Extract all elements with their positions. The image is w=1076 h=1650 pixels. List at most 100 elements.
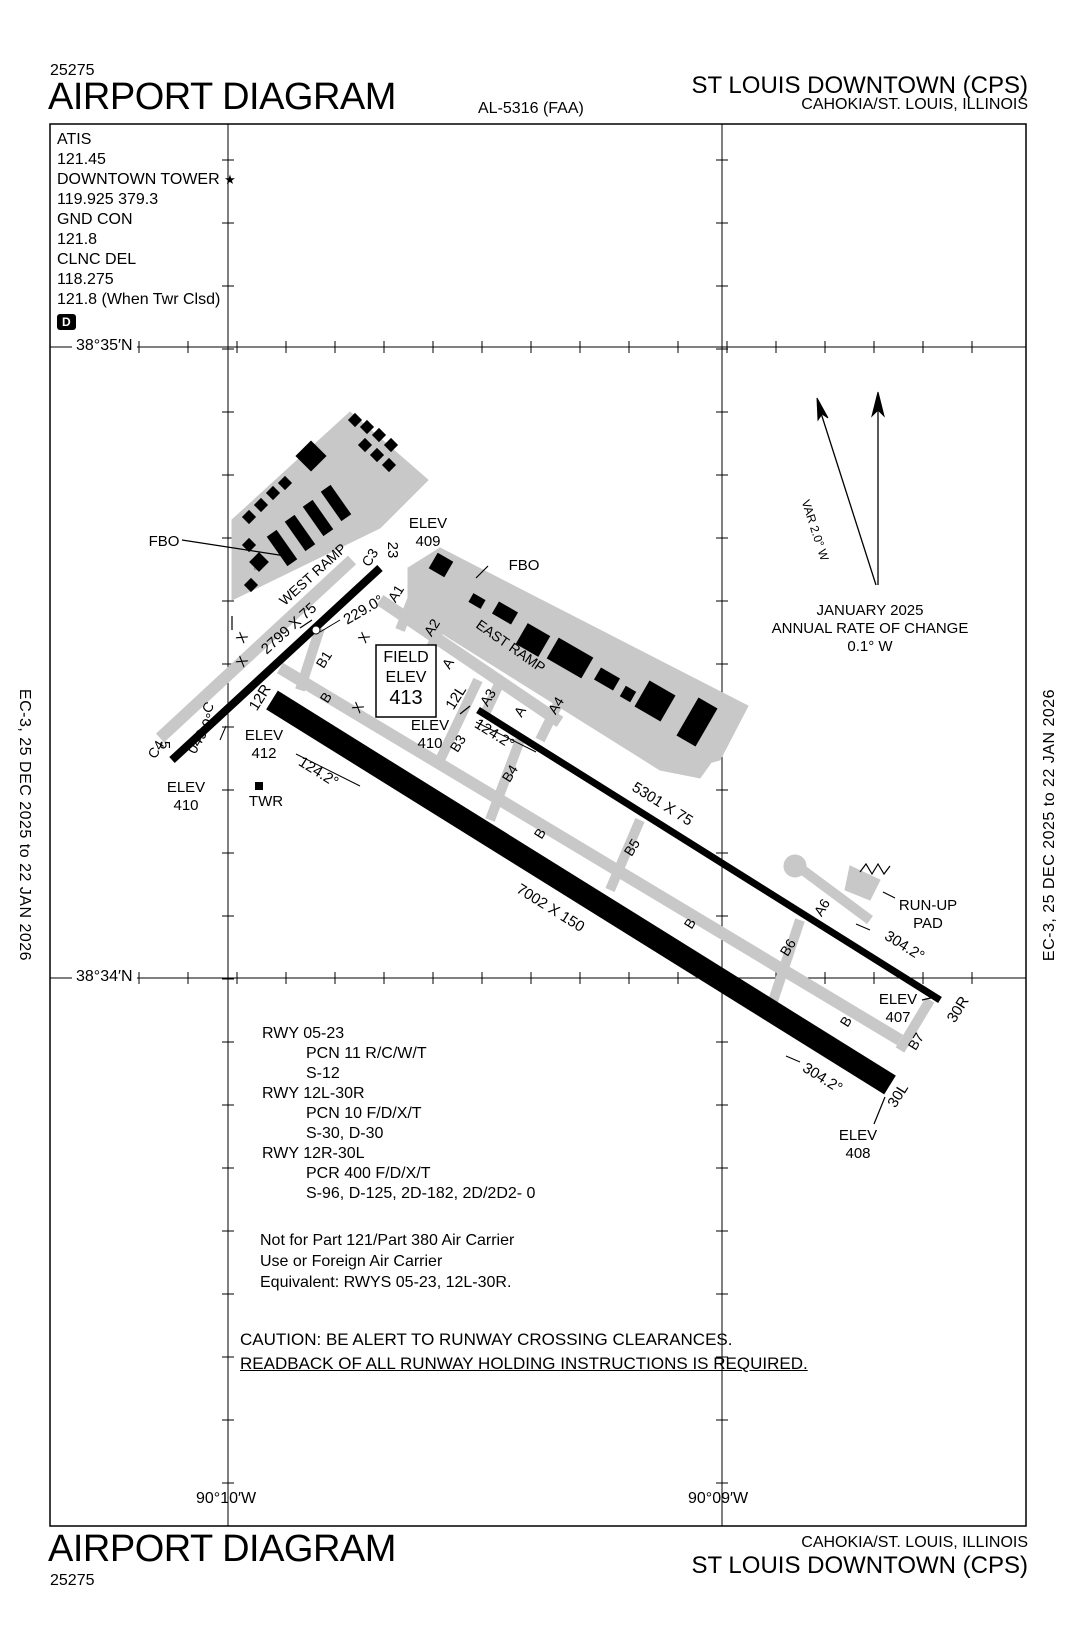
taxiway-a2 xyxy=(425,603,455,653)
clearance-alt-frequency: 121.8 (When Twr Clsd) xyxy=(57,291,221,308)
fbo-east-label: FBO xyxy=(509,557,540,574)
taxiway-c xyxy=(155,555,357,743)
pcn-value-12r30l: PCR 400 F/D/X/T xyxy=(306,1165,431,1182)
page-title: AIRPORT DIAGRAM xyxy=(48,76,396,118)
pcn-strength-12r30l: S-96, D-125, 2D-182, 2D/2D2- 0 xyxy=(306,1185,536,1202)
magnetic-north-line xyxy=(819,409,877,586)
lon-left-label: 90°10′W xyxy=(196,1490,257,1507)
air-carrier-notes: Not for Part 121/Part 380 Air Carrier Us… xyxy=(260,1230,514,1293)
runway-end-30r: 30R xyxy=(944,993,973,1025)
note-line-2: Use or Foreign Air Carrier xyxy=(260,1253,443,1270)
elev-12l-label: ELEV xyxy=(411,717,449,734)
taxiway-a4 xyxy=(535,697,565,743)
taxiway-a1 xyxy=(395,578,425,632)
airport-name: ST LOUIS DOWNTOWN (CPS) xyxy=(691,72,1028,99)
pcn-strength-12l30r: S-30, D-30 xyxy=(306,1125,384,1142)
runway-layer xyxy=(169,565,942,1095)
elev-30r-label: ELEV xyxy=(879,991,917,1008)
note-line-3: Equivalent: RWYS 05-23, 12L-30R. xyxy=(260,1274,512,1291)
elev-30l-label: ELEV xyxy=(839,1127,877,1144)
elev-12r-value: 412 xyxy=(251,745,276,762)
elev-5-value: 410 xyxy=(173,797,198,814)
taxiway-b5 xyxy=(605,818,645,892)
runway-12r-heading: 124.2° xyxy=(295,753,341,790)
buildings xyxy=(241,412,718,790)
elev-30l-value: 408 xyxy=(845,1145,870,1162)
taxiway-b3-label: B3 xyxy=(446,732,469,755)
taxiway-c3-label: C3 xyxy=(358,545,381,569)
lat-top-label: 38°35′N xyxy=(72,337,137,355)
fbo-west-leader xyxy=(181,539,293,558)
pcn-value-12l30r: PCN 10 F/D/X/T xyxy=(306,1105,422,1122)
fbo-west-label: FBO xyxy=(149,533,180,550)
tower-frequency: 119.925 379.3 xyxy=(57,191,159,208)
taxiway-b7-label: B7 xyxy=(904,1030,927,1053)
elev-408-leader xyxy=(873,1096,886,1125)
footer-airport-name: ST LOUIS DOWNTOWN (CPS) xyxy=(691,1552,1028,1579)
taxiway-a1-label: A1 xyxy=(384,582,407,605)
lon-right-label: 90°09′W xyxy=(688,1490,749,1507)
elev-23-value: 409 xyxy=(415,533,440,550)
pcn-rwy-12l30r: RWY 12L-30R xyxy=(262,1085,365,1102)
taxiway-b1 xyxy=(295,626,325,692)
runup-pad xyxy=(844,865,881,901)
note-line-1: Not for Part 121/Part 380 Air Carrier xyxy=(260,1232,515,1249)
footer-title: AIRPORT DIAGRAM xyxy=(48,1528,396,1570)
leader-lines xyxy=(181,539,936,1125)
pcn-value-0523: PCN 11 R/C/W/T xyxy=(306,1045,427,1062)
taxiway-a2-label: A2 xyxy=(420,616,443,639)
magnetic-variation-info: JANUARY 2025 ANNUAL RATE OF CHANGE 0.1° … xyxy=(770,602,970,656)
elev-12r-label: ELEV xyxy=(245,727,283,744)
magnetic-date: JANUARY 2025 xyxy=(816,602,924,619)
elev-30r-value: 407 xyxy=(885,1009,910,1026)
field-elev-value: 413 xyxy=(389,687,423,709)
tower-building xyxy=(255,782,263,790)
tower-label-row: DOWNTOWN TOWER ★ xyxy=(57,170,236,190)
clearance-label: CLNC DEL xyxy=(57,251,137,268)
field-elev-line2: ELEV xyxy=(385,669,427,686)
pavement-notes: RWY 05-23 PCN 11 R/C/W/T S-12 RWY 12L-30… xyxy=(262,1024,535,1204)
elev-12l-value: 410 xyxy=(417,735,442,752)
taxiway-b4 xyxy=(485,738,525,822)
runup-pad-circle xyxy=(783,854,807,878)
runway-12r-30l xyxy=(266,690,896,1095)
field-elev-line1: FIELD xyxy=(383,649,429,666)
ground-frequency: 121.8 xyxy=(57,231,98,248)
airport-location: CAHOKIA/ST. LOUIS, ILLINOIS xyxy=(801,96,1028,113)
pcn-rwy-12r30l: RWY 12R-30L xyxy=(262,1145,365,1162)
field-elevation: FIELD ELEV 413 xyxy=(376,648,436,708)
taxiway-x-label-1: X xyxy=(232,629,251,646)
footer-volume-code: 25275 xyxy=(50,1572,95,1589)
atis-label: ATIS xyxy=(57,131,92,148)
runup-label-1: RUN-UP xyxy=(899,897,957,914)
grid-ticks xyxy=(89,159,973,1484)
caution-line-2: READBACK OF ALL RUNWAY HOLDING INSTRUCTI… xyxy=(240,1354,808,1373)
taxiway-x-label-3: X xyxy=(354,629,373,646)
procedure-code: AL-5316 (FAA) xyxy=(478,100,584,117)
runway-end-5: 5 xyxy=(156,741,173,749)
taxiway-b6 xyxy=(765,918,805,1012)
magnetic-annual-label: ANNUAL RATE OF CHANGE xyxy=(771,620,969,637)
clearance-frequency: 118.275 xyxy=(57,271,114,288)
taxiway-b4-label: B4 xyxy=(498,762,521,785)
runway-05-23 xyxy=(169,565,383,763)
taxiway-b5-label: B5 xyxy=(620,836,643,859)
field-elev-box xyxy=(375,644,437,718)
taxiway-b3 xyxy=(435,677,483,763)
elev-407-leader xyxy=(921,996,936,1001)
taxiway-b7 xyxy=(895,997,935,1053)
runup-label-2: PAD xyxy=(913,915,943,932)
tower-label: DOWNTOWN TOWER xyxy=(57,171,220,188)
taxiway-b xyxy=(276,662,904,1046)
taxiway-a3-label: A3 xyxy=(476,686,499,709)
arp-marker xyxy=(311,625,321,635)
runup-leader xyxy=(882,891,896,899)
runway-12l-30r xyxy=(476,707,942,1003)
caution-line-1: CAUTION: BE ALERT TO RUNWAY CROSSING CLE… xyxy=(240,1330,733,1349)
pcn-strength-0523: S-12 xyxy=(306,1065,340,1082)
chart-frame xyxy=(49,123,1027,1527)
true-north-arrowhead xyxy=(871,391,885,418)
lat-bottom-label: 38°34′N xyxy=(72,968,137,986)
pcn-rwy-0523: RWY 05-23 xyxy=(262,1025,345,1042)
